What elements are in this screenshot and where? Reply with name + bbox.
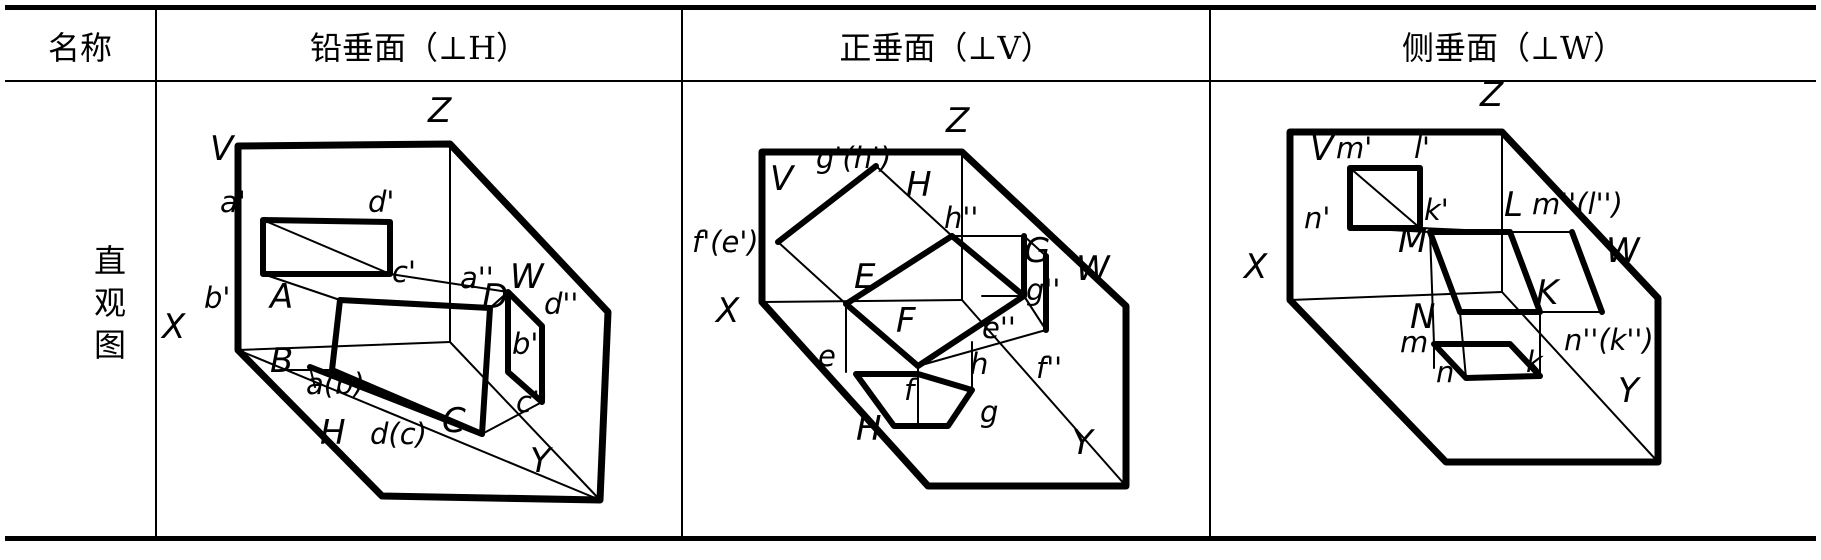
label-g-double-prime: g'' [1026,273,1060,307]
label-X: X [714,291,740,331]
header-front-vertical-plane: 正垂面（⊥V） [839,28,1053,67]
label-b-double-prime: b'' [512,327,546,361]
header-separator [5,80,1816,82]
row-label-char: 观 [93,284,126,322]
label-Z: Z [427,91,452,131]
label-Z: Z [945,101,970,141]
label-K: K [1536,273,1561,313]
figure-side-vertical-plane: Z V m' l' n' k' L m''(l'') M W X K N n''… [1214,82,1774,532]
label-a-double-prime: a'' [460,261,494,295]
pictorial-drawing-side-plane: Z V m' l' n' k' L m''(l'') M W X K N n''… [1242,82,1662,466]
pictorial-drawing-lead-plane: Z V a' d' c' a'' W d'' X b' A D b'' B a(… [160,91,612,504]
label-n: n [1436,355,1454,389]
row-label-char: 图 [93,326,126,364]
label-D: D [482,277,508,317]
label-E: E [854,257,876,297]
label-f-double-prime: f'' [1036,351,1062,385]
label-f: f [904,373,918,407]
row-label-char: 直 [93,242,126,280]
label-g-prime-h-prime: g'(h') [816,141,891,175]
label-X: X [1242,247,1268,287]
label-W: W [510,257,545,297]
label-d-double-prime: d'' [544,287,578,321]
label-h: h [970,347,988,381]
label-Y: Y [1618,371,1641,411]
label-c-double-prime: c'' [516,385,548,419]
label-d-prime: d' [368,185,394,219]
label-m-double-prime-l-double-prime: m''(l'') [1532,187,1623,221]
label-b-prime: b' [204,281,230,315]
label-W: W [1606,231,1641,271]
label-a-b: a(b) [306,367,365,401]
label-Y: Y [530,441,553,481]
label-m: m [1400,325,1428,359]
table-bottom-rule [5,536,1816,541]
label-H: H [320,413,346,453]
label-c-prime: c' [392,255,416,289]
label-l-prime: l' [1414,131,1430,165]
label-k-prime: k' [1424,193,1449,227]
label-M: M [1398,221,1427,261]
header-lead-vertical-plane: 铅垂面（⊥H） [309,28,528,67]
header-name: 名称 [47,28,112,67]
pictorial-drawing-front-plane: Z V g'(h') H h'' f'(e') G W E g'' X F e'… [692,101,1130,490]
label-h-double-prime: h'' [944,201,978,235]
label-F: F [896,301,916,341]
label-e-double-prime: e'' [982,311,1016,345]
label-Y: Y [1072,423,1095,463]
label-V: V [210,129,236,169]
label-Z: Z [1479,82,1504,115]
label-f-prime-e-prime: f'(e') [692,225,759,259]
label-n-double-prime-k-double-prime: n''(k'') [1564,323,1654,357]
label-d-c: d(c) [370,417,427,451]
label-L: L [1504,185,1523,225]
label-k: k [1526,345,1544,379]
label-V: V [1310,129,1336,169]
row-label-pictorial: 直 观 图 [60,240,160,366]
label-n-prime: n' [1304,201,1330,235]
figure-lead-vertical-plane: Z V a' d' c' a'' W d'' X b' A D b'' B a(… [160,82,680,532]
label-A: A [268,277,293,317]
label-G: G [1024,231,1050,271]
label-e: e [818,339,836,373]
label-a-prime: a' [220,185,246,219]
label-g: g [980,395,998,429]
column-divider-1 [155,10,157,536]
header-side-vertical-plane: 侧垂面（⊥W） [1402,28,1625,67]
label-m-prime: m' [1336,131,1372,165]
label-C: C [442,401,466,441]
label-V: V [770,159,796,199]
figure-front-vertical-plane: Z V g'(h') H h'' f'(e') G W E g'' X F e'… [686,82,1206,532]
label-H-top: H [906,165,932,205]
label-X: X [160,307,186,347]
label-B: B [270,341,293,381]
column-divider-2 [681,10,683,536]
label-N: N [1410,297,1435,337]
label-H: H [856,409,882,449]
label-W: W [1076,249,1111,289]
table-top-rule [5,5,1816,10]
column-divider-3 [1209,10,1211,536]
